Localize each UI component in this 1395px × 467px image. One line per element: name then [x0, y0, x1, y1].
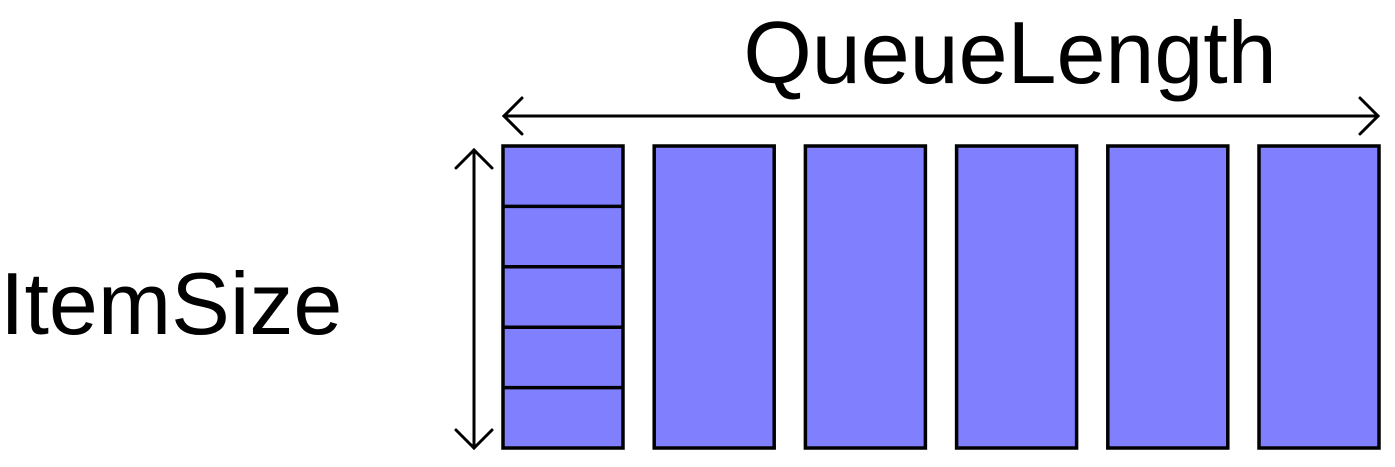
queue-slot-2 [652, 144, 776, 450]
queue-slot-6 [1257, 144, 1381, 450]
queue-slot-4 [954, 144, 1079, 450]
queue-length-arrow [501, 96, 1381, 136]
item-size-label: ItemSize [0, 254, 342, 353]
queue-slots [501, 144, 1381, 450]
queue-length-label: QueueLength [743, 3, 1276, 102]
queue-slot-3 [803, 144, 928, 450]
item-size-arrow [454, 147, 494, 451]
queue-slot-5 [1106, 144, 1230, 450]
queue-slot-1 [501, 144, 625, 450]
